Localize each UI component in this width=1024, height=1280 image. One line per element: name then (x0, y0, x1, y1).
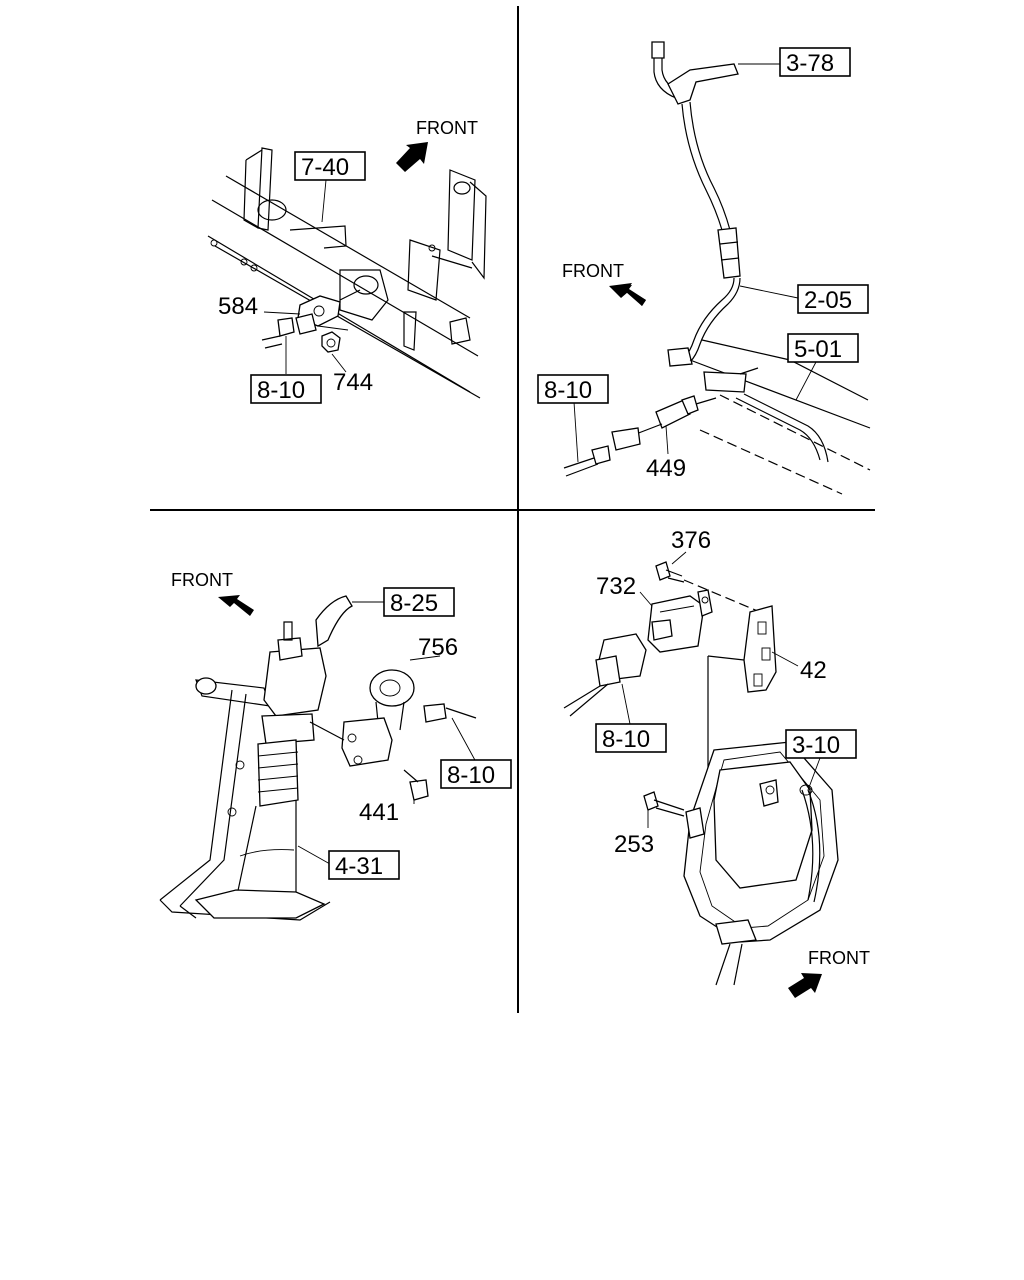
panel-bottom-left: FRONT (159, 570, 512, 921)
ref-box-3-78[interactable] (779, 47, 851, 77)
panel-top-right: FRONT (537, 41, 871, 495)
part-756[interactable]: 756 (418, 634, 458, 661)
panel-bottom-right: FRONT (563, 527, 870, 998)
bolt-253 (643, 791, 705, 839)
part-376[interactable]: 376 (671, 527, 711, 554)
ref-8-10-c: 8-10 (447, 762, 495, 789)
part-441[interactable]: 441 (359, 799, 399, 826)
crossmember-frame (207, 147, 487, 399)
leader-5-01 (795, 361, 817, 401)
body-3-10 (683, 741, 839, 986)
leader-4-31 (297, 845, 331, 865)
sensor-756-bracket (309, 669, 477, 801)
front-arrow-icon (788, 973, 822, 998)
ref-3-78: 3-78 (786, 50, 834, 77)
bolt-376 (655, 561, 761, 613)
ref-5-01: 5-01 (794, 336, 842, 363)
leader-2-05 (739, 285, 799, 299)
ref-8-10-a: 8-10 (257, 377, 305, 404)
leader-376 (671, 551, 687, 565)
ref-box-8-10-d[interactable] (595, 723, 667, 753)
leader-8-10-c (451, 717, 477, 763)
frame-rail (689, 339, 871, 495)
leader-732 (639, 591, 653, 607)
ref-box-8-10-a[interactable] (250, 374, 322, 404)
ref-8-10-b: 8-10 (544, 377, 592, 404)
part-732[interactable]: 732 (596, 573, 636, 600)
front-arrow-icon (396, 142, 428, 172)
module-732 (647, 589, 713, 653)
leader-449 (665, 425, 669, 455)
ref-box-8-10-b[interactable] (537, 374, 609, 404)
part-42[interactable]: 42 (800, 657, 827, 684)
ref-box-5-01[interactable] (787, 333, 859, 363)
leader-7-40 (321, 179, 327, 223)
leader-42 (771, 651, 799, 667)
leader-756 (409, 655, 441, 661)
front-label: FRONT (416, 118, 478, 138)
part-253[interactable]: 253 (614, 831, 654, 858)
steering-column (159, 595, 353, 921)
ref-2-05: 2-05 (804, 287, 852, 314)
ref-8-25: 8-25 (390, 590, 438, 617)
front-arrow-icon (218, 595, 254, 616)
ref-8-10-d: 8-10 (602, 726, 650, 753)
sensor-449 (563, 395, 717, 477)
ref-box-2-05[interactable] (797, 284, 869, 314)
leader-3-10 (807, 757, 821, 791)
ref-3-10: 3-10 (792, 732, 840, 759)
ref-box-8-25[interactable] (383, 587, 455, 617)
ref-7-40: 7-40 (301, 154, 349, 181)
panel-top-left: FRONT (207, 118, 487, 404)
sensor-584-assembly (261, 289, 361, 353)
ref-4-31: 4-31 (335, 853, 383, 880)
part-449[interactable]: 449 (646, 455, 686, 482)
ref-box-8-10-c[interactable] (440, 759, 512, 789)
front-label: FRONT (562, 261, 624, 281)
front-label: FRONT (808, 948, 870, 968)
part-744[interactable]: 744 (333, 369, 373, 396)
leader-744 (331, 353, 347, 373)
front-arrow-icon-fill (609, 283, 646, 306)
leader-8-10-d (621, 683, 631, 725)
leader-584 (263, 311, 301, 315)
brake-hose-line (651, 41, 741, 367)
part-584[interactable]: 584 (218, 293, 258, 320)
leader-8-10-b (573, 401, 579, 463)
front-label: FRONT (171, 570, 233, 590)
ref-box-3-10[interactable] (785, 729, 857, 759)
ref-box-7-40[interactable] (294, 151, 366, 181)
connector-8-10 (563, 633, 647, 717)
ref-box-4-31[interactable] (328, 850, 400, 880)
